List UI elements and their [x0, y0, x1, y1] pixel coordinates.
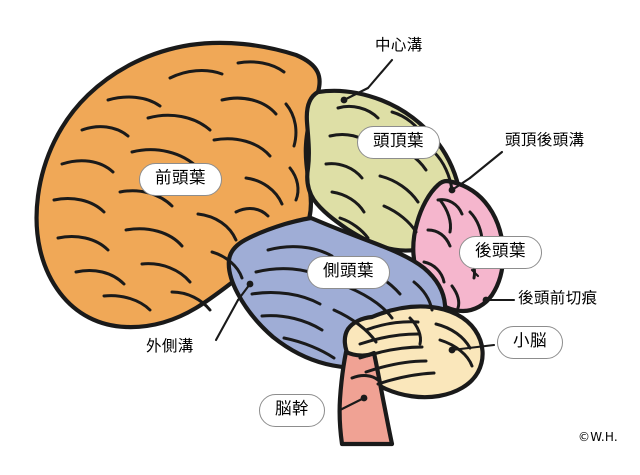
- annotation-label-lateral-sulcus: 外側溝: [146, 337, 194, 355]
- region-label-parietal-lobe[interactable]: 頭頂葉: [357, 126, 440, 159]
- annotation-label-preoccipital-notch: 後頭前切痕: [518, 289, 598, 307]
- leader-cerebellum: [450, 343, 496, 352]
- leader-occipital: [470, 268, 480, 278]
- leader-dot-parieto-occipital: [448, 186, 456, 194]
- brain-gyri-detail: [52, 60, 484, 386]
- copyright-credit: ©W.H.: [578, 430, 618, 444]
- annotation-label-parieto-occipital-sulcus: 頭頂後頭溝: [505, 131, 585, 149]
- leader-parieto-occipital-2: [450, 176, 472, 192]
- leader-dot-central-sulcus: [340, 96, 348, 104]
- leader-dot-brainstem: [360, 394, 368, 402]
- region-label-occipital-lobe[interactable]: 後頭葉: [459, 236, 542, 269]
- leader-central-sulcus-2: [342, 86, 370, 102]
- region-label-temporal-lobe[interactable]: 側頭葉: [307, 256, 390, 289]
- region-label-cerebellum[interactable]: 小脳: [497, 326, 563, 359]
- leader-dot-preoccipital-notch: [482, 296, 490, 304]
- leader-lateral-sulcus: [214, 298, 240, 342]
- leader-central-sulcus: [366, 58, 394, 90]
- leader-brainstem: [338, 396, 366, 412]
- annotation-label-central-sulcus: 中心溝: [375, 36, 423, 54]
- region-label-brainstem[interactable]: 脳幹: [259, 394, 325, 427]
- leader-lines: [214, 58, 516, 412]
- leader-dot-cerebellum: [448, 346, 456, 354]
- leader-dot-lateral-sulcus: [246, 280, 254, 288]
- brain-region-fills: [34, 40, 506, 447]
- region-label-frontal-lobe[interactable]: 前頭葉: [139, 163, 222, 196]
- leader-parieto-occipital: [468, 150, 504, 180]
